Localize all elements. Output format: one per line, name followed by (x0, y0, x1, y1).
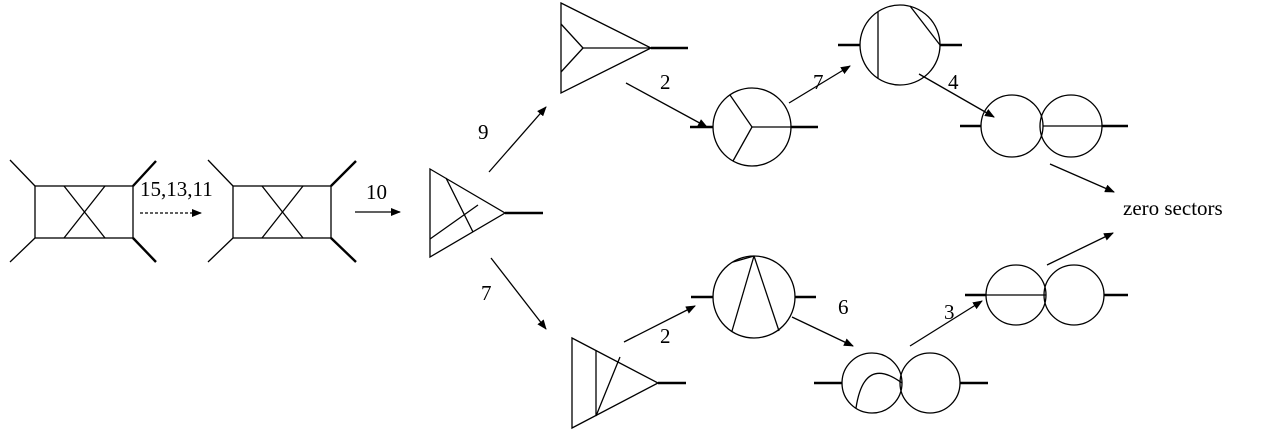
double-box-graph-2 (207, 159, 357, 263)
double-bubble-arc-graph (814, 352, 988, 414)
arrow-upper-5 (1049, 163, 1115, 193)
arrow-upper-3 (788, 65, 851, 104)
circle-v-graph (691, 255, 816, 339)
label-upper-2: 2 (660, 70, 671, 94)
arrow-upper-2 (625, 82, 708, 128)
label-upper-1: 9 (478, 120, 489, 144)
arrow-lower-1 (490, 257, 547, 330)
zero-sectors-label: zero sectors (1123, 196, 1223, 220)
arrow-lower-3 (791, 316, 854, 347)
arrow-lower-2 (623, 305, 696, 343)
label-lower-3: 6 (838, 295, 849, 319)
triangle-graph-center (429, 167, 543, 259)
double-box-graph-1 (9, 159, 157, 263)
arrow-lower-4 (909, 300, 983, 347)
triangle-graph-upper (560, 1, 688, 95)
arrow-upper-1 (488, 106, 547, 173)
triangle-graph-lower (571, 336, 686, 430)
label-step-2: 10 (366, 180, 387, 204)
label-upper-4: 4 (948, 70, 959, 94)
label-lower-2: 2 (660, 324, 671, 348)
sunset-graph-lower (965, 264, 1128, 326)
label-step-1: 15,13,11 (140, 177, 213, 201)
label-lower-1: 7 (481, 281, 492, 305)
circle-y-graph (690, 87, 818, 167)
arrow-upper-4 (918, 73, 995, 118)
label-upper-3: 7 (813, 70, 824, 94)
arrow-lower-5 (1046, 232, 1114, 266)
circle-chord-graph (838, 4, 962, 86)
label-lower-4: 3 (944, 300, 955, 324)
sunset-graph (960, 94, 1128, 158)
